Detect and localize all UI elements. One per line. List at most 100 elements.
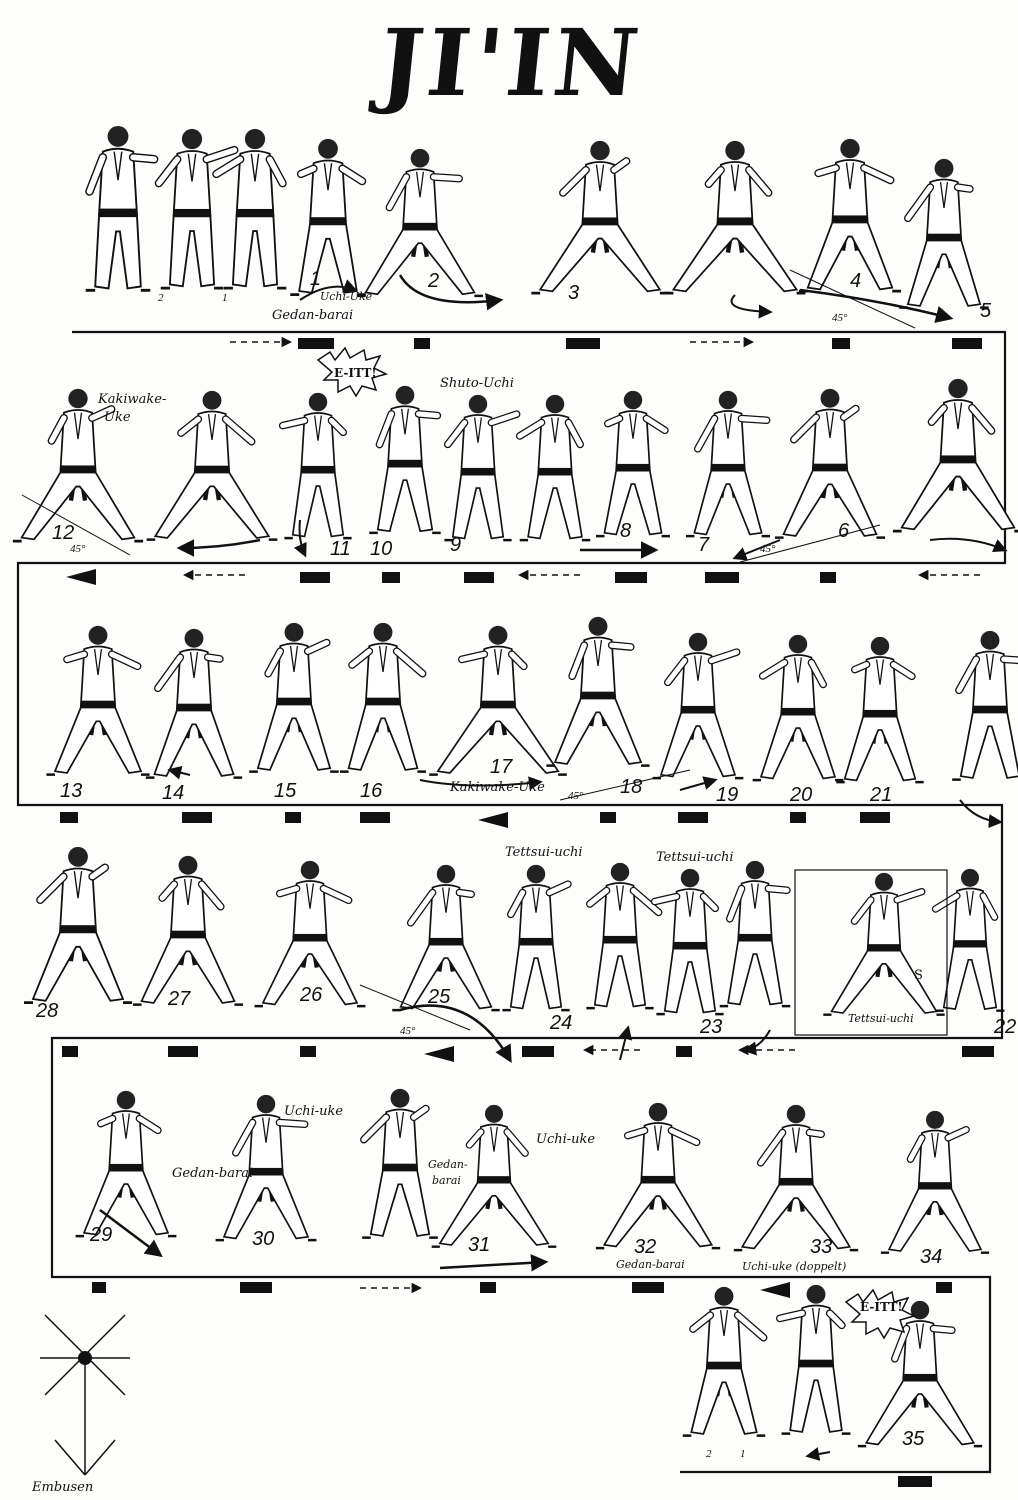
direction-bar bbox=[790, 812, 806, 823]
move-number: 6 bbox=[838, 520, 849, 543]
karateka-figure bbox=[753, 635, 844, 780]
move-number: 34 bbox=[920, 1246, 942, 1269]
kiai-burst-2 bbox=[846, 1290, 914, 1338]
direction-triangle bbox=[66, 569, 96, 585]
angle-label: 45° bbox=[760, 543, 775, 555]
label-uchi-uke-3: Uchi-uke bbox=[536, 1132, 595, 1147]
direction-bar bbox=[464, 572, 494, 583]
karateka-figure bbox=[357, 149, 483, 296]
direction-bar bbox=[298, 338, 334, 349]
label-gedan-barai-3b: barai bbox=[432, 1174, 461, 1187]
karateka-figure bbox=[340, 623, 426, 772]
move-number: 17 bbox=[490, 756, 512, 779]
move-number: 11 bbox=[330, 538, 351, 561]
direction-bar bbox=[480, 1282, 496, 1293]
move-number: 9 bbox=[450, 534, 461, 557]
direction-bar bbox=[820, 572, 836, 583]
karateka-figure bbox=[146, 629, 242, 778]
move-number: 32 bbox=[634, 1236, 656, 1259]
direction-bar bbox=[898, 1476, 932, 1487]
move-number: 2 bbox=[428, 270, 439, 293]
move-number: 23 bbox=[700, 1016, 722, 1039]
label-kakiwake-1a: Kakiwake- bbox=[98, 392, 166, 407]
direction-bar bbox=[615, 572, 647, 583]
move-number: 13 bbox=[60, 780, 82, 803]
move-number: 26 bbox=[300, 984, 322, 1007]
embusen-diagram bbox=[40, 1315, 130, 1475]
move-number: 19 bbox=[716, 784, 738, 807]
karateka-figure bbox=[531, 141, 668, 293]
direction-triangle bbox=[424, 1046, 454, 1062]
label-tettsui-2: Tettsui-uchi bbox=[656, 850, 734, 865]
karateka-figure bbox=[653, 633, 744, 778]
karateka-figure bbox=[86, 126, 154, 290]
move-number: 35 bbox=[902, 1428, 924, 1451]
karateka-figure bbox=[369, 386, 440, 533]
karateka-figure bbox=[734, 1105, 858, 1250]
move-number: 33 bbox=[810, 1236, 832, 1259]
embusen-start-dot bbox=[78, 1351, 92, 1365]
direction-bar bbox=[240, 1282, 272, 1293]
embusen-label: Embusen bbox=[32, 1480, 93, 1495]
move-number: 7 bbox=[698, 534, 709, 557]
karateka-figure bbox=[936, 869, 1005, 1011]
move-number: 5 bbox=[980, 300, 991, 323]
move-number: 20 bbox=[790, 784, 812, 807]
direction-bar bbox=[300, 572, 330, 583]
label-kiai-2: E-ITT! bbox=[860, 1300, 903, 1314]
direction-triangle bbox=[478, 812, 508, 828]
direction-bar bbox=[382, 572, 400, 583]
move-number: 10 bbox=[370, 538, 392, 561]
angle-label: 45° bbox=[832, 312, 847, 324]
karateka-figure bbox=[290, 139, 366, 295]
karateka-figure bbox=[520, 395, 591, 540]
move-number: 1 bbox=[310, 268, 321, 291]
direction-bar bbox=[360, 812, 390, 823]
label-shuto-uchi: Shuto-Uchi bbox=[440, 376, 514, 391]
move-number: 15 bbox=[274, 780, 296, 803]
move-number: 24 bbox=[550, 1012, 572, 1035]
move-number: 18 bbox=[620, 776, 642, 799]
label-kiai-1: E-ITT! bbox=[334, 366, 377, 380]
foot-mark: 1 bbox=[740, 1448, 746, 1460]
karateka-figure bbox=[952, 631, 1018, 780]
karateka-figure bbox=[586, 863, 658, 1008]
direction-bar bbox=[832, 338, 850, 349]
karateka-figure bbox=[799, 139, 901, 291]
karateka-figure bbox=[665, 141, 806, 293]
direction-triangle bbox=[760, 1282, 790, 1298]
direction-bar bbox=[522, 1046, 554, 1057]
move-number: 25 bbox=[428, 986, 450, 1009]
move-number: 12 bbox=[52, 522, 74, 545]
direction-bar bbox=[952, 338, 982, 349]
move-number: 22 bbox=[994, 1016, 1016, 1039]
direction-bar bbox=[414, 338, 430, 349]
direction-bar bbox=[936, 1282, 952, 1293]
karateka-figure bbox=[46, 626, 149, 775]
karateka-figure bbox=[775, 389, 885, 538]
label-uchi-uke-1: Uchi-Uke bbox=[320, 290, 372, 303]
label-gedan-barai-3a: Gedan- bbox=[428, 1158, 468, 1171]
karateka-figure bbox=[655, 869, 724, 1014]
direction-bar bbox=[566, 338, 600, 349]
move-number: 21 bbox=[870, 784, 892, 807]
move-number: 14 bbox=[162, 782, 184, 805]
move-number: 29 bbox=[90, 1224, 112, 1247]
karateka-figure bbox=[780, 1285, 851, 1434]
move-number: 4 bbox=[850, 270, 861, 293]
foot-mark: 2 bbox=[706, 1448, 712, 1460]
direction-bar bbox=[168, 1046, 198, 1057]
karateka-figure bbox=[249, 623, 338, 772]
label-uchi-uke-doppelt: Uchi-uke (doppelt) bbox=[742, 1260, 846, 1273]
karateka-figure bbox=[683, 1287, 766, 1436]
direction-bar bbox=[182, 812, 212, 823]
direction-bar bbox=[962, 1046, 994, 1057]
move-number: 30 bbox=[252, 1228, 274, 1251]
direction-bar bbox=[600, 812, 616, 823]
karateka-figure bbox=[881, 1111, 989, 1253]
label-side: S bbox=[914, 968, 923, 983]
karateka-figure bbox=[283, 393, 352, 538]
label-kakiwake-uke-2: Kakiwake-Uke bbox=[450, 780, 545, 795]
direction-bar bbox=[676, 1046, 692, 1057]
karateka-figure bbox=[720, 861, 791, 1006]
